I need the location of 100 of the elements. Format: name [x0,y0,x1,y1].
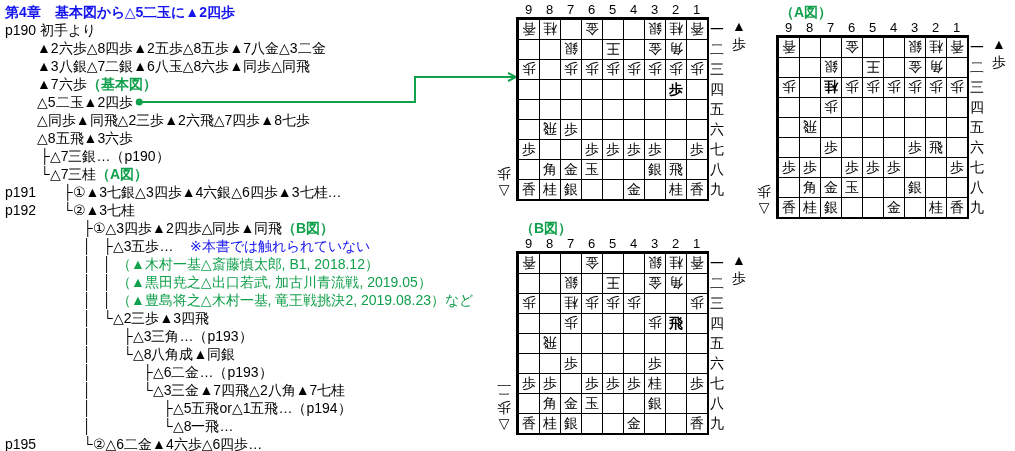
shogi-piece: 歩 [864,78,881,97]
file-number: 8 [544,237,555,251]
move-sequence: └△2三歩▲3四飛 [103,310,210,327]
shogi-piece: 飛 [927,138,944,157]
shogi-piece: 香 [688,254,705,273]
shogi-piece: 歩 [667,60,684,79]
shogi-piece: 歩 [646,60,663,79]
note-text: ※本書では触れられていない [190,237,370,255]
shogi-piece: 銀 [562,274,579,293]
file-number: 2 [670,3,681,17]
rank-number: 四 [710,80,724,99]
move-sequence: ▲3八銀△7二銀▲6八玉△8六歩▲同歩△同飛 [37,57,310,75]
shogi-piece: 銀 [562,40,579,59]
rank-number: 一 [970,38,984,57]
rank-number: 八 [970,178,984,197]
move-sequence: └△3三金▲7四飛△2八角▲7七桂 [143,382,346,399]
shogi-piece: 歩 [583,374,600,393]
shogi-piece: 銀 [906,38,923,57]
shogi-piece: 銀 [822,58,839,77]
branch-line: │ [83,291,92,309]
file-number: 4 [888,21,899,35]
game-reference: （▲木村一基△斎藤慎太郎, B1, 2018.12） [117,256,379,273]
shogi-piece: 歩 [667,80,684,99]
move-sequence: △同歩▲同飛△2三歩▲2六飛△7四歩▲8七歩 [37,111,310,129]
shogi-piece: 金 [906,58,923,77]
shogi-piece: 桂 [927,198,944,217]
shogi-piece: 歩 [906,78,923,97]
rank-number: 一 [710,254,724,273]
shogi-piece: 歩 [646,140,663,159]
branch-line: │ [83,381,92,399]
shogi-piece: 歩 [843,78,860,97]
move-sequence: ├①△3四歩▲2四歩△同歩▲同飛 [83,219,283,237]
shogi-piece: 桂 [927,38,944,57]
shogi-piece: 歩 [688,60,705,79]
branch-line: │ [83,363,92,381]
shogi-piece: 金 [625,414,642,433]
shogi-piece: 銀 [646,394,663,413]
shogi-piece: 香 [948,38,965,57]
shogi-piece: 歩 [562,354,579,373]
shogi-piece: 歩 [604,60,621,79]
file-number: 9 [783,21,794,35]
shogi-piece: 歩 [583,60,600,79]
branch-line: │ [83,345,92,363]
shogi-piece: 飛 [541,120,558,139]
shogi-piece: 金 [625,180,642,199]
shogi-piece: 歩 [801,158,818,177]
pieces-in-hand: △歩二 [496,381,512,435]
pieces-in-hand: △歩 [496,165,512,201]
branch-line: │ [103,255,112,273]
shogi-piece: 香 [520,414,537,433]
move-sequence: └②△6二金▲4六歩△6四歩… [83,436,263,451]
rank-number: 八 [710,160,724,179]
shogi-piece: 銀 [562,180,579,199]
file-number: 5 [607,237,618,251]
move-sequence: ├△3五歩… [103,237,174,255]
shogi-piece: 王 [604,40,621,59]
move-sequence: ├△6二金…（p193） [143,363,273,381]
rank-number: 七 [710,140,724,159]
shogi-piece: 香 [948,198,965,217]
shogi-piece: 歩 [520,374,537,393]
rank-number: 四 [710,314,724,333]
file-number: 8 [544,3,555,17]
rank-number: 五 [710,334,724,353]
shogi-piece: 金 [583,20,600,39]
file-number: 1 [951,21,962,35]
branch-line: │ [83,273,92,291]
shogi-piece: 香 [520,254,537,273]
file-number: 3 [909,21,920,35]
file-number: 7 [565,237,576,251]
move-sequence: ├①▲3七銀△3四歩▲4六銀△6四歩▲3七桂… [63,183,342,201]
rank-number: 一 [710,20,724,39]
shogi-piece: 歩 [646,354,663,373]
shogi-piece: 銀 [646,20,663,39]
shogi-piece: 歩 [562,60,579,79]
shogi-piece: 香 [780,38,797,57]
move-sequence: └△8一飛… [163,418,234,435]
move-sequence: └△8八角成▲同銀 [123,346,236,363]
shogi-piece: 歩 [562,120,579,139]
diagram-reference: （B図） [282,219,335,237]
rank-number: 三 [710,60,724,79]
shogi-piece: 香 [688,180,705,199]
file-number: 8 [804,21,815,35]
file-number: 3 [649,237,660,251]
file-number: 4 [628,237,639,251]
shogi-piece: 桂 [541,180,558,199]
move-sequence: ├△3三角…（p193） [123,327,253,345]
shogi-piece: 金 [583,254,600,273]
shogi-piece: 銀 [822,198,839,217]
file-number: 1 [691,237,702,251]
shogi-piece: 桂 [822,78,839,97]
shogi-piece: 桂 [562,294,579,313]
branch-line: │ [83,255,92,273]
shogi-piece: 金 [562,160,579,179]
shogi-piece: 銀 [646,160,663,179]
shogi-piece: 歩 [583,294,600,313]
shogi-piece: 玉 [583,160,600,179]
rank-number: 五 [710,100,724,119]
shogi-piece: 玉 [583,394,600,413]
branch-line: │ [103,291,112,309]
shogi-piece: 歩 [604,140,621,159]
